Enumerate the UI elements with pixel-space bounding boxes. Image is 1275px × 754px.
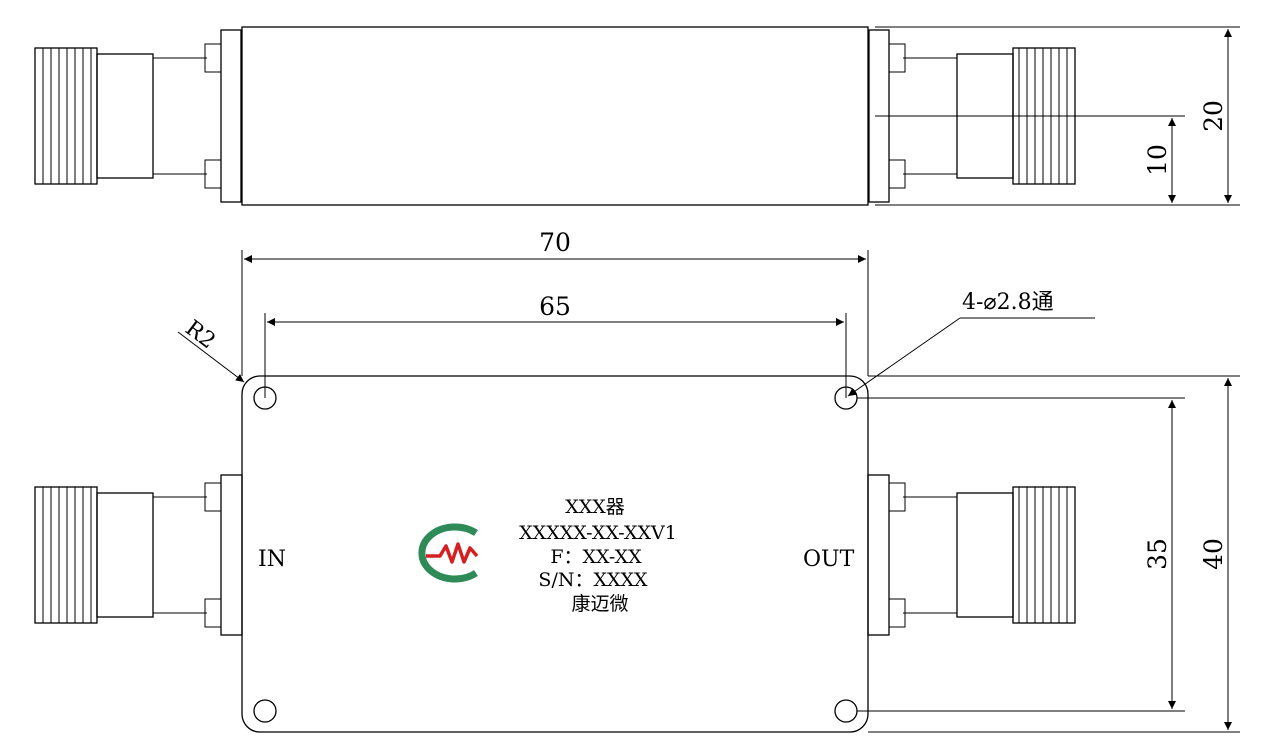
nameplate-serial: S/N：XXXX <box>538 569 648 591</box>
dim-corner-radius: R2 <box>180 316 219 354</box>
dim-width-outer: 40 <box>1199 538 1228 570</box>
dim-width-holes: 35 <box>1143 538 1172 570</box>
dim-holes: 4-⌀2.8通 <box>962 290 1054 315</box>
side-body <box>241 26 869 206</box>
nameplate-frequency: F：XX-XX <box>550 546 642 568</box>
port-label-out: OUT <box>803 547 855 572</box>
side-view: 20 10 <box>34 26 1240 206</box>
side-connector-left <box>34 29 242 203</box>
dim-height-top: 20 <box>1199 100 1228 132</box>
mounting-hole <box>253 699 277 723</box>
dim-length-outer: 70 <box>539 228 571 257</box>
dim-center-top: 10 <box>1143 144 1172 176</box>
company-logo <box>418 523 479 583</box>
radius-leader <box>177 331 245 383</box>
hole-leader <box>847 317 961 397</box>
nameplate-product: XXX器 <box>565 496 625 518</box>
port-label-in: IN <box>258 547 286 572</box>
nameplate-brand: 康迈微 <box>571 593 628 615</box>
mounting-hole <box>834 699 858 723</box>
plan-view: IN OUT XXX器 XXXXX-XX-XXV1 F：XX-XX S/N：XX… <box>34 228 1240 733</box>
output-connector <box>867 474 1076 636</box>
input-connector <box>34 474 243 636</box>
dim-length-holes: 65 <box>539 292 571 321</box>
nameplate-model: XXXXX-XX-XXV1 <box>519 522 677 544</box>
